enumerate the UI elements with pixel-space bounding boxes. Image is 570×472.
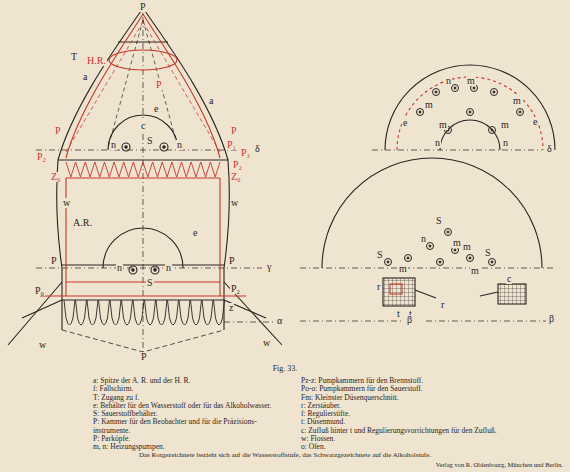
part-letter: P [155,80,163,90]
part-letter: β [548,314,555,324]
part-letter: m [438,120,448,130]
part-letter: P [228,256,236,266]
part-letter: n [165,263,172,273]
part-letter: w [38,340,47,350]
part-letter: H.R. [86,56,107,66]
part-letter: r [376,282,381,292]
legend-line: S: Sauerstoffbehälter. [92,410,294,418]
part-letter: P₃ [240,148,251,158]
legend-line: e: Behälter für den Wasserstoff oder für… [92,402,294,410]
legend-line: c: Zufluß hinter t und Regulierungsvorri… [300,427,564,435]
part-letter: P [50,256,58,266]
part-letter: δ [254,144,261,154]
part-letter: r [440,300,445,310]
part-letter: n [110,140,117,150]
legend-line: P: Parköpfe. [92,435,294,443]
part-letter: P₁ [226,140,237,150]
part-letter: Z₀ [50,172,62,182]
part-letter: z [228,303,234,313]
part-letter: m [512,96,522,106]
legend-line: Pz-z: Pumpkammern für den Brennstoff. [300,377,564,385]
part-letter: e [532,117,538,127]
legend-line: r: Zerstäuber. [300,402,564,410]
legend-line: Fm: Kleinster Düsenquerschnitt. [300,394,564,402]
part-letter: e [192,228,198,238]
part-letter: n [116,263,123,273]
part-letter: γ [266,262,272,272]
part-letter: e [402,118,408,128]
part-letter: P₂ [232,160,243,170]
part-letter: P₀ [34,286,45,296]
part-letter: w [62,198,71,208]
legend-line: t: Düsenmund. [300,418,564,426]
part-letter: a [208,96,214,106]
part-letter: S [146,278,154,288]
part-letter: T [70,52,78,62]
part-letter: P [230,126,238,136]
part-letter: w [262,338,271,348]
part-letter: m [452,238,462,248]
part-letter: m [500,120,510,130]
figure-caption: Fig. 33. [273,365,298,373]
legend-line: Po-o: Pumpkammern für den Sauerstoff. [300,385,564,393]
part-letter: α [276,316,283,326]
part-letter: S [484,248,492,258]
part-letter: δ [546,144,553,154]
part-letter: P [140,352,148,362]
part-letter: β [406,315,413,325]
part-letter: e [153,104,159,114]
part-letter: c [140,121,146,131]
part-letter: a [82,72,88,82]
part-letter: m [398,264,408,274]
part-letter: n [445,76,452,86]
footnote: Das Rotgezeichnete bezieht sich auf die … [138,452,432,459]
part-letter: n [420,234,427,244]
legend-line: P: Kammer für den Beobachter und für die… [92,418,294,435]
part-letter: m [466,76,476,86]
legend-line: a: Spitze der A. R. und der H. R. [92,377,294,385]
part-letter: P [139,2,147,12]
part-letter: P [54,126,62,136]
part-letter: n [176,140,183,150]
part-letter: A.R. [72,218,93,228]
legend-line: m, n: Heizungspumpen. [92,443,294,451]
part-letter: S [146,136,154,146]
part-letter: n [434,138,441,148]
publisher-imprint: Verlag von R. Oldenbourg, München und Be… [435,462,564,469]
legend-line: f: Fallschirm. [92,385,294,393]
legend-line: w: Flossen. [300,435,564,443]
part-letter: S [376,250,384,260]
part-letter: t [396,309,401,319]
part-letter: P₂ [230,284,241,294]
part-letter: m [462,242,472,252]
part-letter: P₂ [36,152,47,162]
part-letter: S [435,216,443,226]
part-letter: Z₀ [230,172,242,182]
part-letter: c [506,274,512,284]
part-letter: m [470,266,480,276]
part-letter: n [502,138,509,148]
part-letter: w [230,198,239,208]
legend-line: f: Regulierstifte. [300,410,564,418]
legend-line: o: Ofen. [300,443,564,451]
legend-line: T: Zugang zu f. [92,394,294,402]
part-letter: m [424,100,434,110]
